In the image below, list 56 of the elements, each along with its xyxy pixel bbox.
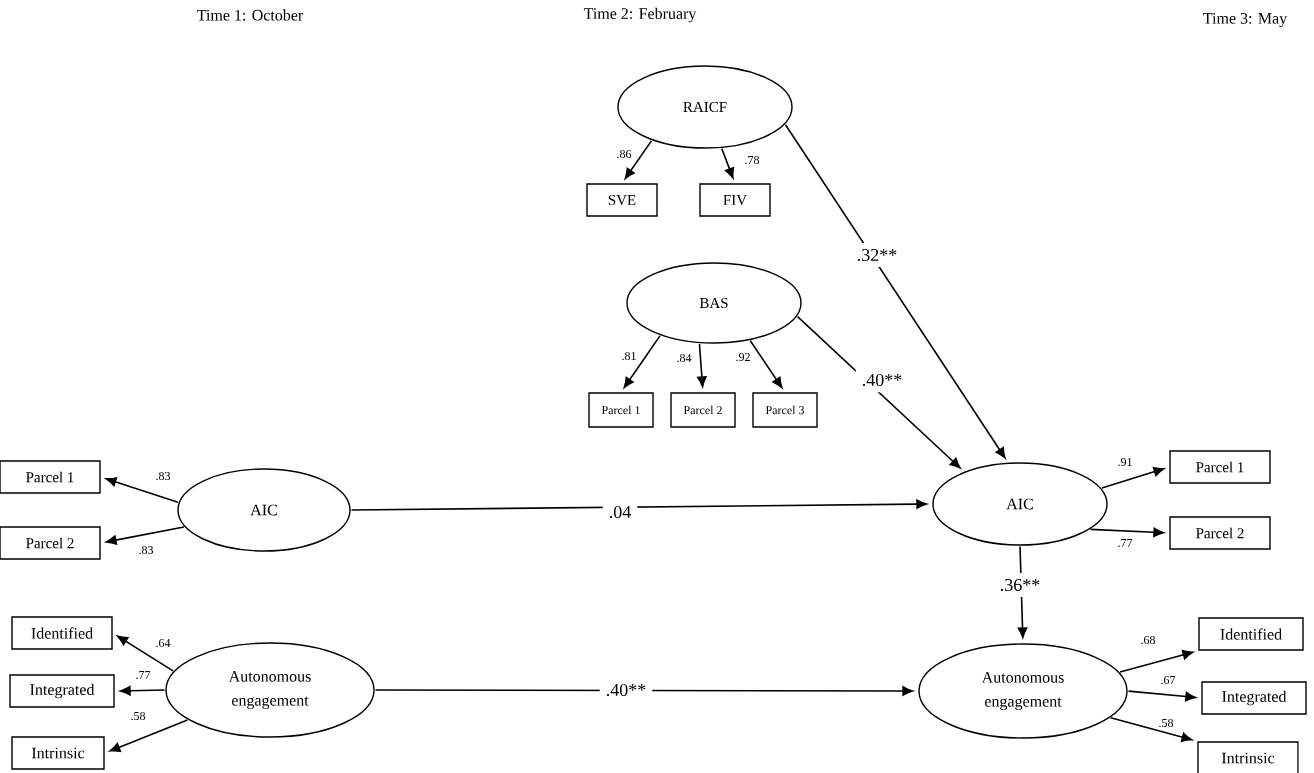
loading-label: .84 [677, 353, 692, 363]
loading-label: .78 [745, 155, 760, 165]
loading-label: .58 [131, 711, 146, 721]
loading-label: .68 [1141, 635, 1156, 645]
time-label: Time 2: February [583, 7, 697, 23]
arrow [697, 343, 707, 388]
path-coefficient: .40** [599, 677, 653, 703]
arrow [374, 686, 914, 696]
indicator-box: Parcel 3 [752, 392, 818, 428]
path-coefficient: .36** [993, 572, 1047, 598]
loading-label: .92 [736, 352, 750, 362]
loading-label: .86 [617, 149, 632, 159]
indicator-box: Parcel 1 [588, 392, 654, 428]
path-coefficient: .04 [602, 499, 638, 525]
loading-label: .83 [139, 545, 154, 555]
arrow [721, 147, 735, 179]
path-coefficient: .32** [850, 242, 904, 268]
arrow [624, 140, 653, 180]
indicator-box: Integrated [1201, 681, 1307, 715]
loading-label: .77 [136, 671, 151, 679]
loading-label: .67 [1161, 675, 1176, 685]
indicator-box: SVE [586, 183, 658, 217]
arrow [623, 335, 661, 389]
arrow [105, 477, 179, 504]
indicator-box: Identified [1198, 617, 1304, 651]
arrow [119, 685, 166, 696]
loading-label: .58 [1159, 718, 1174, 728]
loading-label: .81 [622, 351, 636, 361]
arrow [116, 635, 174, 672]
indicator-box: Integrated [9, 674, 115, 708]
arrow [784, 123, 1006, 459]
arrow [350, 499, 928, 511]
arrow [109, 719, 189, 752]
indicator-box: Parcel 1 [1169, 450, 1271, 484]
indicator-box: Intrinsic [11, 736, 105, 770]
arrow [1127, 690, 1197, 702]
arrow [796, 315, 961, 469]
time-label: Time 1: October [197, 9, 304, 21]
indicator-box: Parcel 1 [0, 460, 101, 494]
arrow [1101, 466, 1165, 489]
path-coefficient: .40** [855, 367, 909, 393]
indicator-box: Identified [11, 616, 113, 650]
loading-label: .77 [1118, 539, 1133, 547]
loading-label: .83 [156, 471, 171, 481]
indicator-box: Parcel 2 [1169, 516, 1271, 550]
indicator-box: FIV [699, 183, 771, 217]
arrow [1089, 527, 1165, 538]
indicator-box: Parcel 2 [0, 526, 101, 560]
arrow [1119, 650, 1194, 673]
time-label: Time 3: May [1203, 13, 1288, 28]
arrow [1109, 717, 1193, 742]
arrow [105, 526, 185, 545]
indicator-box: Parcel 2 [670, 392, 736, 428]
arrow [749, 340, 783, 389]
loading-label: .91 [1118, 457, 1132, 467]
indicator-box: Intrinsic [1197, 741, 1299, 773]
